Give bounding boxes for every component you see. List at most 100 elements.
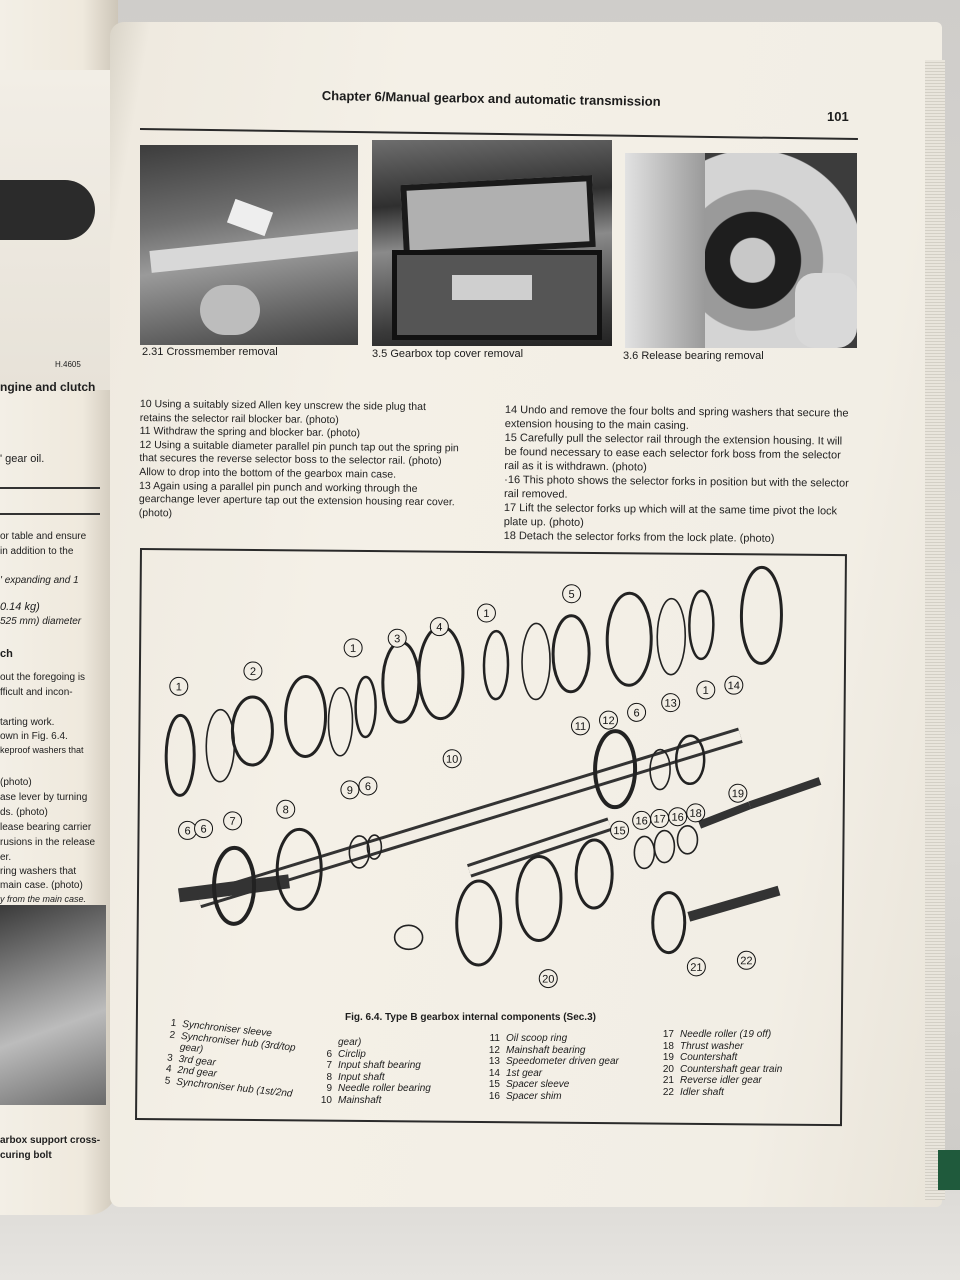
callout-14: 14: [724, 675, 744, 695]
callout-21: 21: [686, 957, 706, 977]
left-fragment: 0.14 kg): [0, 601, 40, 613]
callout-12: 12: [599, 710, 619, 730]
callout-8: 8: [276, 799, 296, 819]
page-stack-edge: [925, 60, 945, 1200]
callout-1: 1: [343, 638, 363, 658]
left-fragment: ' gear oil.: [0, 453, 45, 465]
svg-text:6: 6: [184, 825, 190, 837]
svg-text:10: 10: [446, 754, 458, 766]
svg-text:19: 19: [732, 788, 744, 800]
callout-20: 20: [538, 969, 558, 989]
paragraph: 13 Again using a parallel pin punch and …: [138, 479, 455, 520]
svg-text:14: 14: [728, 680, 740, 692]
paragraph: 15 Carefully pull the selector rail thro…: [504, 431, 843, 474]
left-fragment: ' expanding and 1: [0, 575, 79, 586]
left-fragment: ase lever by turning: [0, 792, 88, 803]
left-page: H.4605 ngine and clutch ' gear oil. or t…: [0, 0, 118, 1215]
callout-5: 5: [562, 584, 582, 604]
photo-release-bearing: [625, 153, 857, 348]
left-fragment: ngine and clutch: [0, 380, 96, 394]
svg-text:11: 11: [575, 721, 587, 733]
body-left-column: 10 Using a suitably sized Allen key unsc…: [139, 398, 460, 524]
left-fragment: (photo): [0, 777, 32, 788]
callout-6: 6: [178, 820, 198, 840]
paragraph: 17 Lift the selector forks up which will…: [503, 501, 838, 529]
callout-6: 6: [194, 819, 214, 839]
photo-caption: 3.5 Gearbox top cover removal: [372, 348, 524, 360]
callout-15: 15: [610, 820, 630, 840]
callout-7: 7: [223, 811, 243, 831]
left-rule: [0, 487, 100, 489]
figure-caption: Fig. 6.4. Type B gearbox internal compon…: [345, 1012, 596, 1023]
svg-text:13: 13: [664, 698, 676, 710]
svg-text:9: 9: [347, 785, 353, 797]
svg-text:16: 16: [671, 812, 683, 824]
svg-text:1: 1: [176, 681, 182, 693]
photo-caption: 3.6 Release bearing removal: [623, 350, 764, 362]
svg-text:7: 7: [229, 816, 235, 828]
left-fragment: ring washers that: [0, 866, 77, 877]
svg-text:8: 8: [283, 804, 289, 816]
page-number: 101: [827, 109, 849, 124]
exploded-diagram: 1 2 1 3 4 1 5 1 14 11 12 6 13 10 9 6 8 6…: [164, 565, 822, 989]
svg-text:17: 17: [653, 813, 665, 825]
callout-6: 6: [627, 702, 647, 722]
left-fragment: ch: [0, 648, 13, 660]
callout-3: 3: [387, 628, 407, 648]
left-fragment: in addition to the: [0, 546, 74, 557]
left-illustration-shaft: [0, 180, 95, 240]
svg-text:21: 21: [690, 962, 702, 974]
left-fragment: lease bearing carrier: [0, 822, 92, 833]
svg-text:5: 5: [568, 589, 574, 601]
svg-text:16: 16: [635, 815, 647, 827]
left-fragment: own in Fig. 6.4.: [0, 731, 68, 742]
photo-top-cover: [372, 140, 612, 346]
callout-1: 1: [696, 680, 716, 700]
callout-16: 16: [668, 807, 688, 827]
left-fragment: er.: [0, 852, 12, 863]
paragraph: ·16 This photo shows the selector forks …: [503, 473, 849, 501]
left-fragment: keproof washers that: [0, 745, 84, 755]
photo-caption: 2.31 Crossmember removal: [142, 346, 278, 358]
callout-13: 13: [661, 693, 681, 713]
left-fragment: rusions in the release: [0, 837, 96, 848]
svg-text:2: 2: [250, 666, 256, 678]
left-fragment: y from the main case.: [0, 894, 87, 904]
svg-text:15: 15: [613, 825, 625, 837]
callout-16: 16: [632, 810, 652, 830]
svg-text:18: 18: [690, 808, 702, 820]
callout-9: 9: [340, 780, 360, 800]
left-fragment: or table and ensure: [0, 531, 87, 542]
svg-text:4: 4: [436, 622, 442, 634]
figure-gearbox-components: 1 2 1 3 4 1 5 1 14 11 12 6 13 10 9 6 8 6…: [135, 548, 847, 1127]
left-fragment: H.4605: [55, 360, 81, 369]
left-fragment: out the foregoing is: [0, 672, 86, 683]
callout-1: 1: [476, 603, 496, 623]
paragraph: 12 Using a suitable diameter parallel pi…: [139, 438, 459, 481]
photo-crossmember: [140, 145, 358, 345]
left-fragment: ds. (photo): [0, 807, 48, 818]
callout-18: 18: [686, 803, 706, 823]
callout-1: 1: [169, 676, 189, 696]
callout-11: 11: [570, 716, 590, 736]
body-right-column: 14 Undo and remove the four bolts and sp…: [504, 403, 850, 547]
left-rule: [0, 513, 100, 515]
svg-text:1: 1: [483, 608, 489, 620]
